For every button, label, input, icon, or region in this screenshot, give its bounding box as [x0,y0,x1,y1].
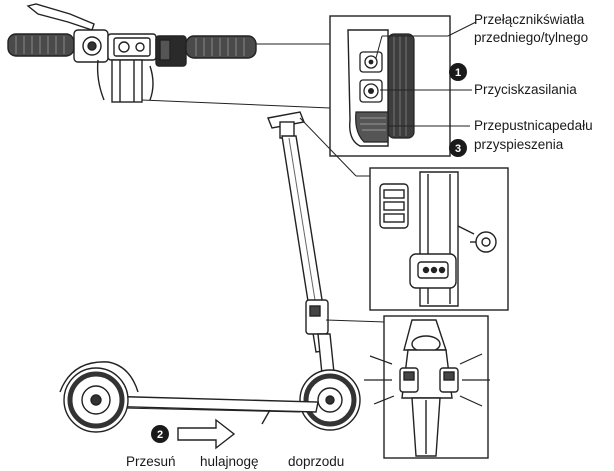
leader-line [447,21,477,37]
caption-word-2: hulajnogę [200,454,259,469]
stem-clamp-inset [369,167,509,311]
power-button-label: Przyciskzasilania [474,82,577,97]
lights-switch-label-line1: Przełącznikświatła [474,12,585,27]
leader-line [325,319,385,323]
step-2-badge: 2 [151,425,169,443]
scooter-illustration [59,111,361,433]
caption-word-1: Przesuń [126,454,176,469]
step-1-number: 1 [455,67,461,79]
lights-switch-label-line2: przedniego/tylnego [474,30,588,45]
forward-arrow-icon [177,418,236,450]
handlebar-illustration [7,3,257,103]
step-1-badge: 1 [449,63,467,81]
throttle-label-line1: Przepustnicapedału [474,118,593,133]
control-panel-inset [329,15,451,157]
step-3-badge: 3 [449,139,467,157]
caption-word-3: doprzodu [288,454,344,469]
folding-mechanism-inset [364,315,490,459]
step-3-number: 3 [455,143,461,155]
throttle-label-line2: przyspieszenia [474,137,564,152]
step-2-number: 2 [157,429,163,441]
leader-line [141,99,331,109]
leader-line [299,117,357,177]
